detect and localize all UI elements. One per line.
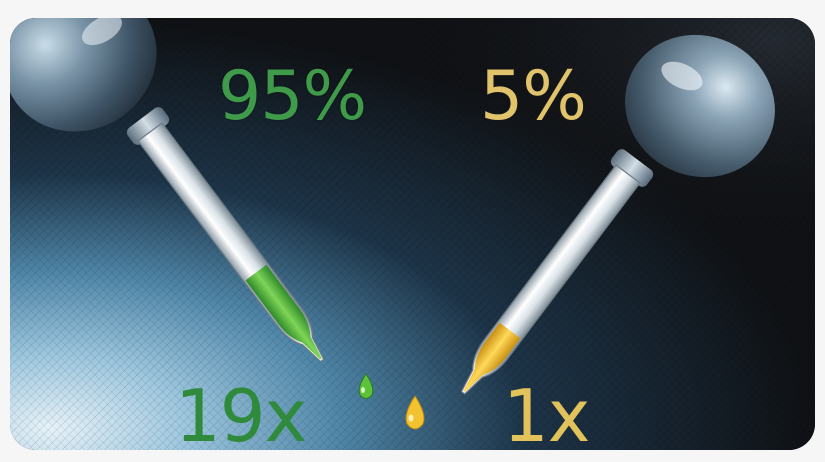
right-dropper-collar [610, 149, 654, 187]
left-ratio-label: 19x [175, 374, 307, 450]
right-dropper-liquid [463, 322, 521, 392]
left-dropper [10, 18, 374, 399]
illustration-canvas [10, 18, 815, 450]
dropper-illustration: 95% 5% 19x 1x [10, 18, 815, 450]
right-ratio-label: 1x [503, 374, 590, 450]
right-percent-label: 5% [480, 57, 587, 136]
left-dropper-collar [126, 107, 170, 145]
right-dropper [405, 34, 775, 430]
left-percent-label: 95% [218, 57, 367, 136]
left-dropper-liquid [245, 264, 322, 360]
